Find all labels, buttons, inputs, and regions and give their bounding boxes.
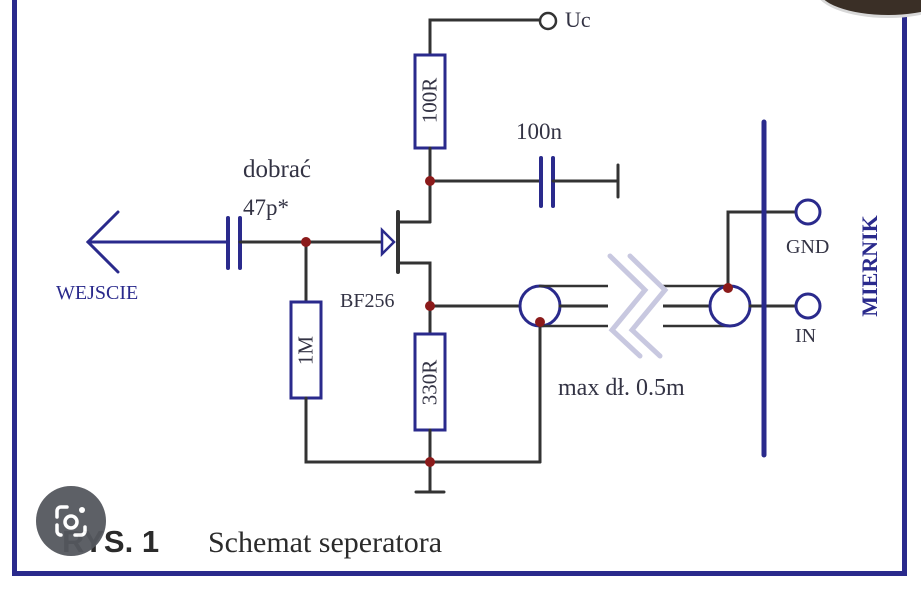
junction-ground (425, 457, 435, 467)
gate-resistor-label: 1M (293, 335, 318, 366)
drain-resistor-label: 100R (417, 77, 442, 124)
source-resistor-label: 330R (417, 359, 442, 406)
gnd-terminal-label: GND (786, 236, 830, 258)
input-capacitor-value: 47p* (243, 195, 289, 220)
junction-source (425, 301, 435, 311)
transistor-label: BF256 (340, 290, 395, 312)
junction-gate (301, 237, 311, 247)
input-label: WEJSCIE (56, 282, 139, 304)
gate-arrow (380, 226, 396, 258)
supply-terminal (538, 11, 558, 31)
supply-label: Uc (565, 7, 591, 32)
cable-note: max dł. 0.5m (558, 375, 685, 401)
cable-break-mark-2 (627, 253, 669, 359)
supply-wire (428, 18, 542, 57)
junction-drain (425, 176, 435, 186)
bypass-capacitor-label: 100n (516, 119, 562, 144)
figure-caption: Schemat seperatora (208, 526, 443, 559)
junction-shield-right (723, 283, 733, 293)
junction-shield-left (535, 317, 545, 327)
gnd-connection (726, 210, 798, 290)
google-lens-button[interactable] (36, 486, 106, 556)
input-capacitor-note: dobrać (243, 156, 312, 183)
in-terminal (794, 292, 822, 320)
source-resistor (413, 332, 447, 432)
meter-label: MIERNIK (857, 215, 882, 317)
gnd-terminal (794, 198, 822, 226)
cable-break-mark-1 (607, 253, 649, 359)
in-terminal-label: IN (795, 325, 817, 347)
diagram-frame (12, 0, 907, 576)
drain-resistor (413, 53, 447, 150)
google-lens-icon (55, 505, 87, 537)
gate-res-bottom-wire (304, 396, 542, 464)
